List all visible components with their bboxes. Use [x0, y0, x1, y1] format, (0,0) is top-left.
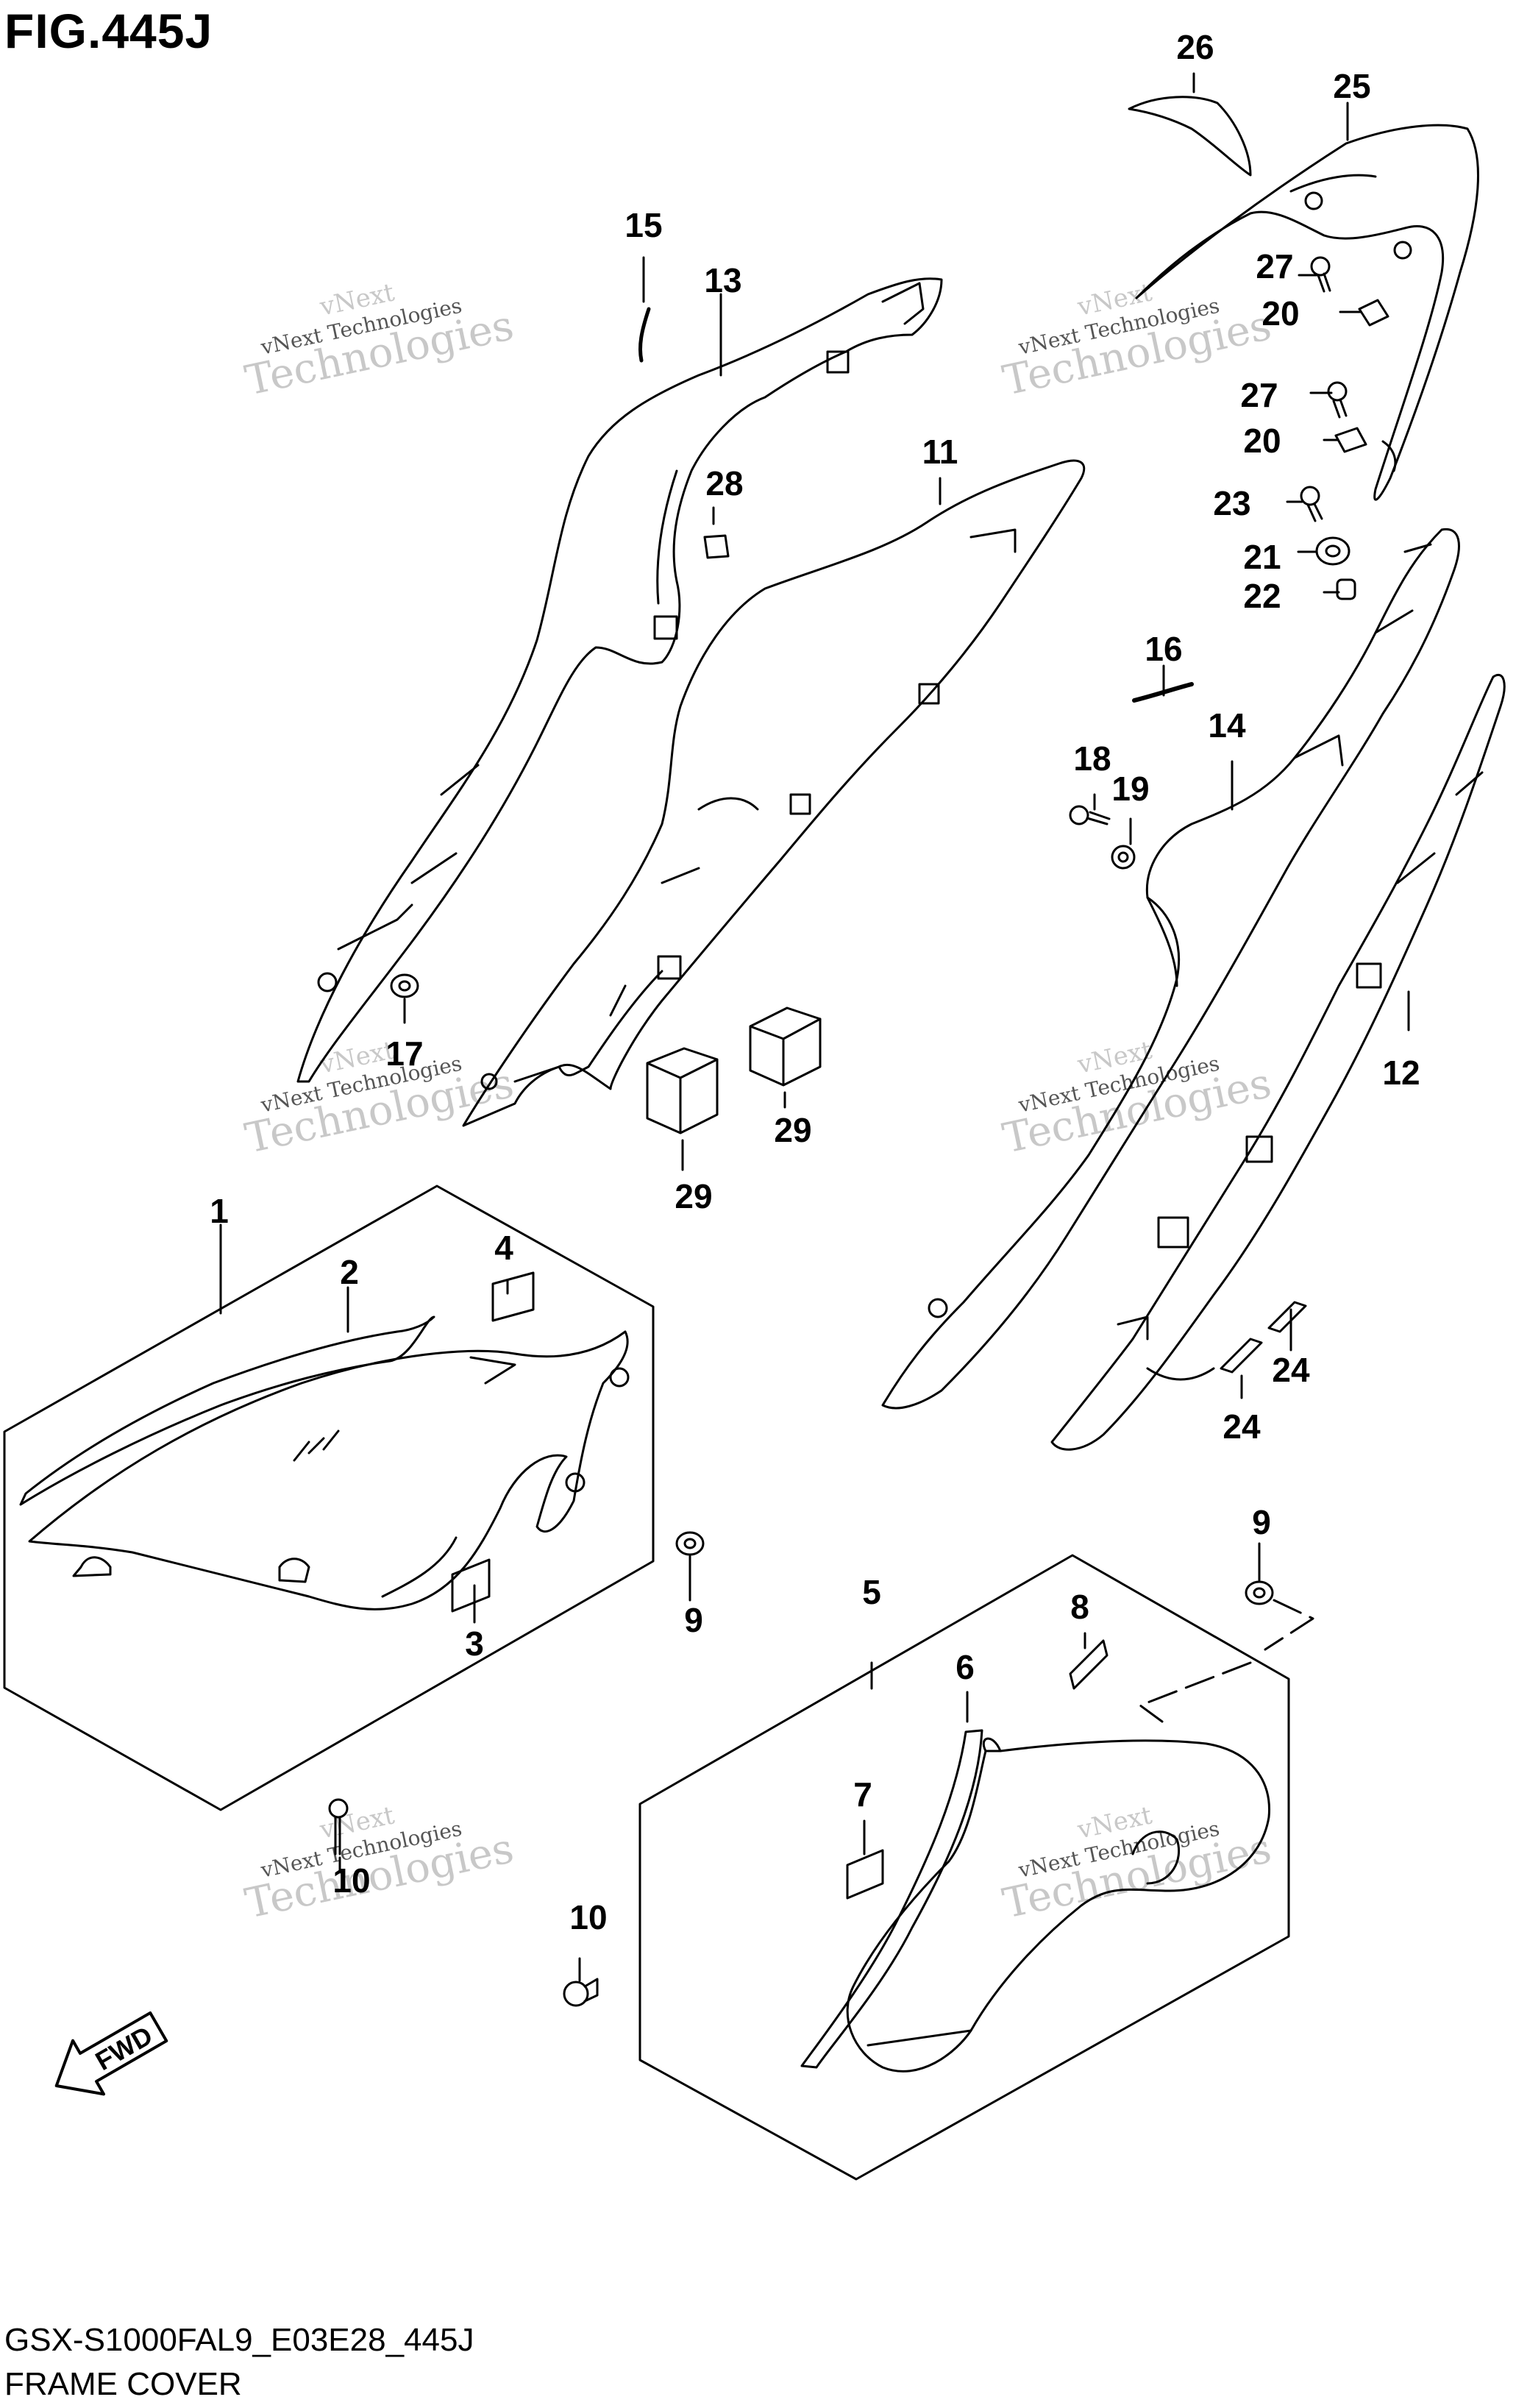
callout-13: 13	[704, 261, 741, 299]
callout-10-left: 10	[332, 1861, 370, 1900]
callout-16: 16	[1145, 630, 1182, 668]
callout-10-right: 10	[569, 1898, 607, 1936]
watermark-top-right: vNext vNext Technologies Technologies	[999, 277, 1275, 405]
part-21-grommet	[1315, 536, 1350, 566]
leader-lines-part-5	[1139, 1599, 1314, 1723]
callout-9-left: 9	[684, 1601, 703, 1639]
figure-title: FIG.445J	[4, 4, 213, 58]
callout-27-upper: 27	[1256, 247, 1293, 285]
part-15-clip	[638, 307, 651, 363]
part-29-pad-left	[646, 1047, 719, 1134]
callout-24-lower: 24	[1223, 1407, 1261, 1446]
part-24-pad-upper	[1267, 1301, 1307, 1333]
part-22-collar	[1336, 578, 1356, 600]
part-13-left-rail-cover	[296, 277, 943, 1083]
fwd-arrow-icon: FWD	[54, 2011, 168, 2096]
callout-20-upper: 20	[1261, 294, 1299, 333]
part-20-clip-nut-lower	[1334, 427, 1367, 453]
callout-labels: 1 2 3 4 5 6 7 8 9 9 10 10 11 12 13 14 15…	[210, 28, 1420, 1936]
callout-4: 4	[494, 1229, 513, 1267]
part-10-fastener-right	[563, 1978, 599, 2007]
part-4-pad	[491, 1271, 535, 1322]
part-29-pad-right	[749, 1006, 822, 1087]
part-11-inner-left-rail	[462, 459, 1086, 1127]
part-27-screw-upper	[1310, 256, 1331, 293]
callout-29-left: 29	[675, 1177, 712, 1215]
callout-8: 8	[1070, 1588, 1089, 1626]
part-12-right-inner-rail	[1050, 674, 1506, 1451]
part-17-grommet	[390, 973, 419, 998]
callout-24-upper: 24	[1272, 1351, 1310, 1389]
callout-25: 25	[1333, 67, 1370, 105]
part-10-fastener-left	[328, 1798, 349, 1855]
part-18-screw	[1069, 805, 1111, 825]
callout-11: 11	[922, 433, 958, 471]
part-19-washer	[1111, 845, 1136, 870]
part-5-assembly-box	[638, 1554, 1290, 2181]
part-3-pad	[451, 1558, 491, 1613]
part-6-trim-strip	[800, 1729, 983, 2069]
callout-14: 14	[1208, 706, 1246, 745]
callout-7: 7	[853, 1775, 872, 1814]
callout-26: 26	[1176, 28, 1214, 66]
callout-6: 6	[955, 1648, 975, 1686]
callout-2: 2	[340, 1253, 359, 1291]
part-9-washer-left	[675, 1531, 705, 1556]
diagram-code: GSX-S1000FAL9_E03E28_445J	[4, 2322, 474, 2358]
leader-lines	[219, 72, 1410, 1982]
callout-12: 12	[1382, 1054, 1420, 1092]
part-25-tail-cowl	[1135, 124, 1479, 501]
watermark-top-left: vNext vNext Technologies Technologies	[241, 277, 518, 405]
callout-28: 28	[705, 464, 743, 502]
callout-19: 19	[1111, 770, 1149, 808]
callout-17: 17	[385, 1034, 423, 1073]
callout-18: 18	[1073, 739, 1111, 778]
part-1-side-panel	[28, 1330, 630, 1610]
watermark-mid-right: vNext vNext Technologies Technologies	[999, 1035, 1275, 1162]
part-2-trim-strip	[19, 1315, 435, 1506]
part-26-tail-trim	[1128, 96, 1252, 177]
part-27-screw-lower	[1327, 381, 1348, 419]
part-9-washer-right	[1245, 1580, 1274, 1605]
callout-3: 3	[465, 1624, 484, 1663]
part-20-clip-nut-upper	[1358, 299, 1389, 327]
part-23-bolt	[1300, 486, 1323, 522]
part-1-assembly-box	[3, 1185, 655, 1811]
part-24-pad-lower	[1220, 1338, 1263, 1374]
callout-5: 5	[862, 1573, 881, 1611]
callout-23: 23	[1213, 484, 1250, 522]
part-7-pad	[846, 1849, 884, 1900]
part-28-clip-nut	[703, 534, 730, 559]
part-8-pad	[1069, 1639, 1108, 1690]
part-16-strip	[1132, 682, 1194, 703]
callout-27-lower: 27	[1240, 376, 1278, 414]
callout-15: 15	[624, 206, 662, 244]
callout-20-lower: 20	[1243, 422, 1281, 460]
part-14-right-rail-cover	[881, 528, 1460, 1410]
callout-9-right: 9	[1252, 1503, 1271, 1541]
callout-21: 21	[1243, 538, 1281, 576]
watermark-bottom-left: vNext vNext Technologies Technologies	[241, 1800, 518, 1928]
callout-29-right: 29	[774, 1111, 811, 1149]
diagram-caption: FRAME COVER	[4, 2366, 242, 2402]
callout-22: 22	[1243, 577, 1281, 615]
watermark-mid-left: vNext vNext Technologies Technologies	[241, 1035, 518, 1162]
callout-1: 1	[210, 1192, 229, 1230]
